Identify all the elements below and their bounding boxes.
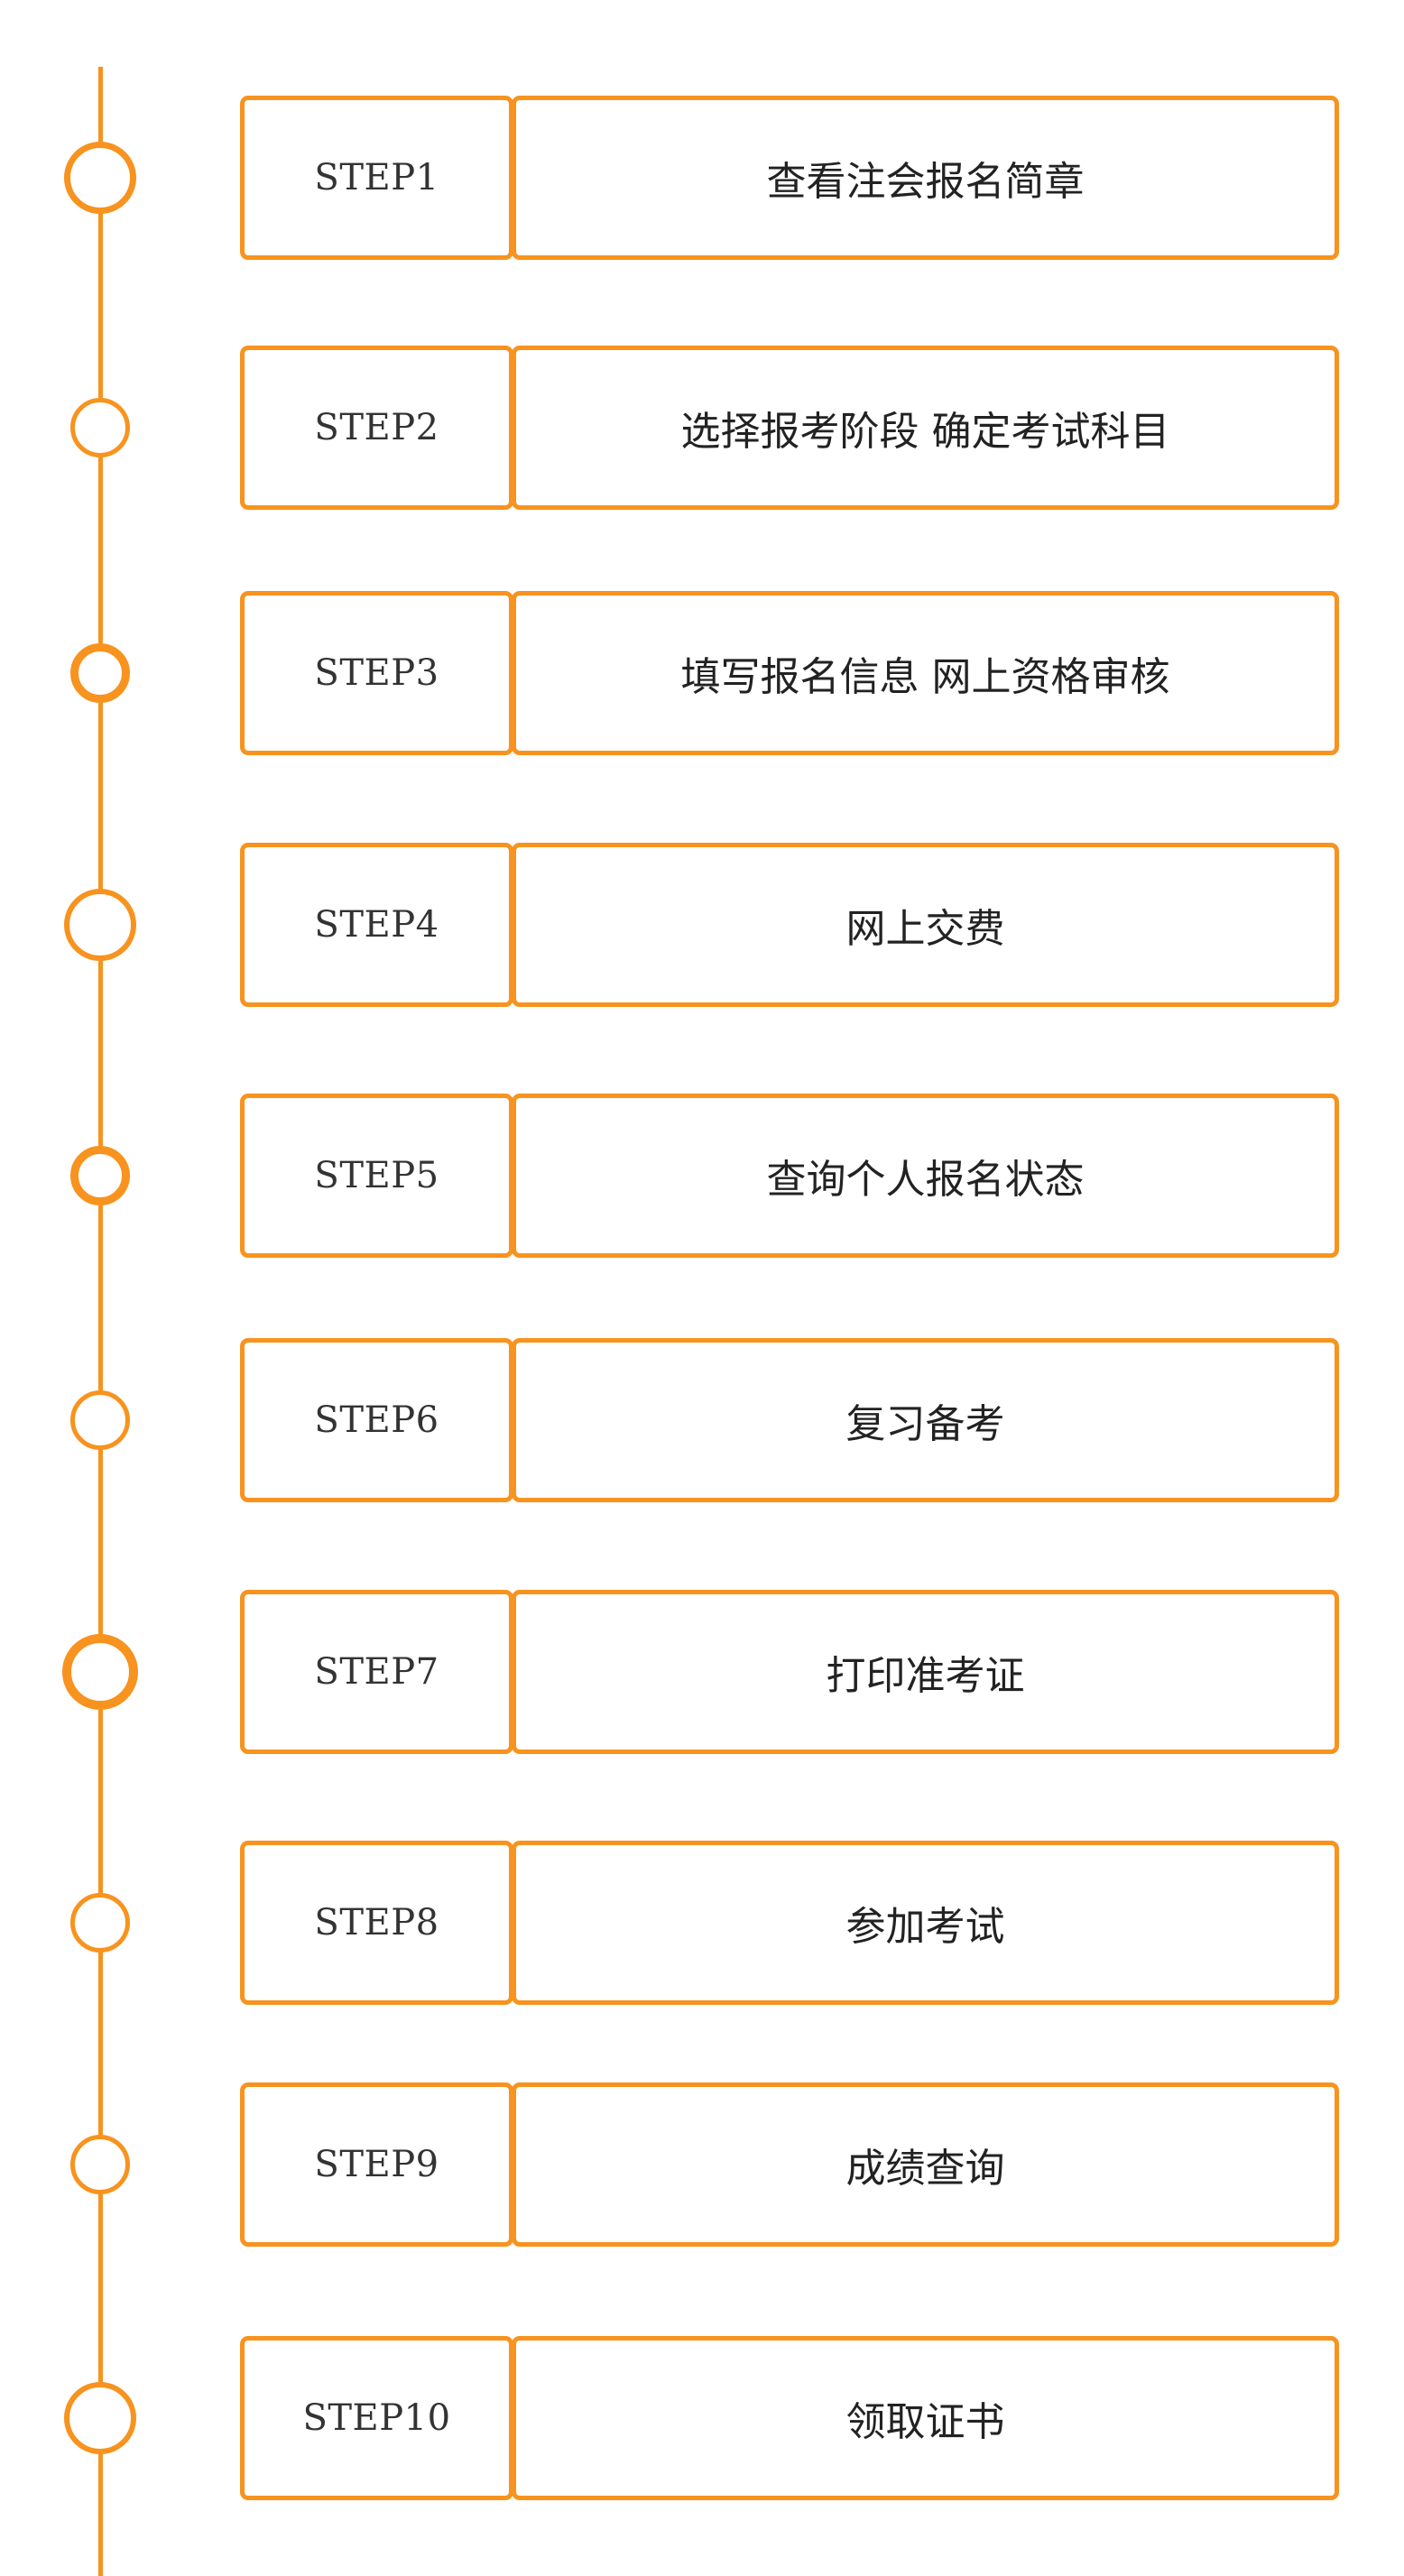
timeline-node — [70, 1893, 130, 1953]
step-row: STEP8 参加考试 — [240, 1841, 1339, 2005]
timeline-node — [70, 398, 130, 457]
step-title-box: 选择报考阶段 确定考试科目 — [512, 346, 1339, 510]
step-row: STEP5 查询个人报名状态 — [240, 1094, 1339, 1258]
step-label: STEP5 — [314, 1155, 439, 1196]
step-title: 查看注会报名简章 — [766, 159, 1085, 205]
step-label-box: STEP6 — [240, 1338, 513, 1502]
step-label-box: STEP8 — [240, 1841, 513, 2005]
step-label-box: STEP10 — [240, 2336, 513, 2500]
step-row: STEP7 打印准考证 — [240, 1590, 1339, 1754]
step-row: STEP10 领取证书 — [240, 2336, 1339, 2500]
step-title-box: 成绩查询 — [512, 2082, 1339, 2247]
step-title: 网上交费 — [845, 906, 1005, 952]
step-label: STEP4 — [314, 904, 439, 946]
step-label: STEP6 — [314, 1399, 439, 1441]
step-title: 查询个人报名状态 — [766, 1157, 1085, 1203]
step-label-box: STEP9 — [240, 2082, 513, 2247]
step-label: STEP10 — [302, 2397, 451, 2439]
step-row: STEP4 网上交费 — [240, 843, 1339, 1007]
step-row: STEP1 查看注会报名简章 — [240, 96, 1339, 260]
timeline-node — [64, 889, 136, 961]
step-title-box: 打印准考证 — [512, 1590, 1339, 1754]
timeline-node — [70, 1146, 130, 1205]
step-title-box: 领取证书 — [512, 2336, 1339, 2500]
timeline-node — [70, 643, 130, 703]
step-title: 参加考试 — [845, 1904, 1005, 1950]
timeline-line — [98, 67, 103, 2576]
step-label: STEP2 — [314, 407, 439, 448]
step-title-box: 查询个人报名状态 — [512, 1094, 1339, 1258]
timeline-node — [70, 1390, 130, 1450]
step-label-box: STEP4 — [240, 843, 513, 1007]
step-title: 成绩查询 — [845, 2146, 1005, 2192]
step-row: STEP9 成绩查询 — [240, 2082, 1339, 2247]
step-title-box: 网上交费 — [512, 843, 1339, 1007]
step-title: 领取证书 — [845, 2399, 1005, 2445]
step-label-box: STEP2 — [240, 346, 513, 510]
step-label: STEP1 — [314, 157, 439, 199]
step-row: STEP6 复习备考 — [240, 1338, 1339, 1502]
step-title-box: 填写报名信息 网上资格审核 — [512, 591, 1339, 755]
timeline-node — [62, 1634, 138, 1710]
step-label-box: STEP5 — [240, 1094, 513, 1258]
step-label-box: STEP7 — [240, 1590, 513, 1754]
step-title: 复习备考 — [845, 1401, 1005, 1447]
step-row: STEP2 选择报考阶段 确定考试科目 — [240, 346, 1339, 510]
step-title: 打印准考证 — [826, 1653, 1025, 1699]
step-label-box: STEP3 — [240, 591, 513, 755]
step-title-box: 参加考试 — [512, 1841, 1339, 2005]
step-title: 填写报名信息 网上资格审核 — [680, 654, 1170, 700]
step-label: STEP7 — [314, 1651, 439, 1693]
timeline-node — [70, 2135, 130, 2194]
step-label: STEP8 — [314, 1902, 439, 1944]
step-title-box: 查看注会报名简章 — [512, 96, 1339, 260]
step-title: 选择报考阶段 确定考试科目 — [680, 409, 1170, 455]
timeline-node — [64, 2382, 136, 2454]
timeline-node — [64, 142, 136, 214]
step-label: STEP9 — [314, 2144, 439, 2185]
step-label-box: STEP1 — [240, 96, 513, 260]
step-row: STEP3 填写报名信息 网上资格审核 — [240, 591, 1339, 755]
step-label: STEP3 — [314, 652, 439, 694]
step-title-box: 复习备考 — [512, 1338, 1339, 1502]
